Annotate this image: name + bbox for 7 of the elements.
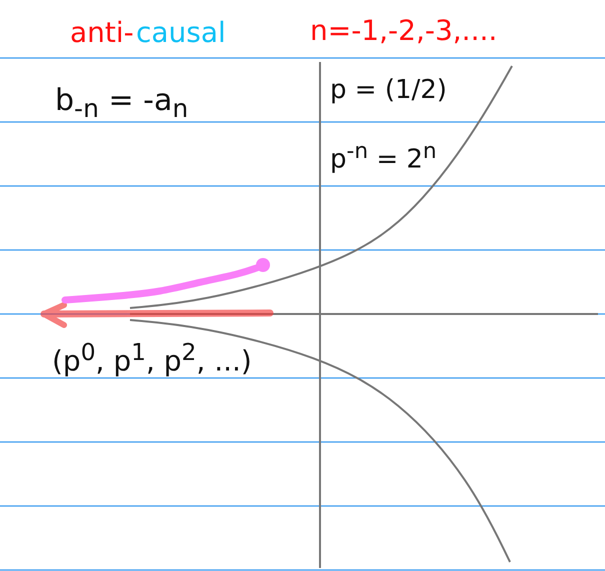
math-text: p$^{-n}$ = 2$^{n}$ <box>330 140 437 174</box>
math-text: b$_{-n}$ = -a$_{n}$ <box>55 84 188 122</box>
math-text: causal <box>136 18 226 49</box>
math-text: (p$^{0}$, p$^{1}$, p$^{2}$, ...) <box>52 340 252 378</box>
math-text: n=-1,-2,-3,.... <box>310 16 498 47</box>
math-text: p = (1/2) <box>330 76 447 105</box>
math-text: anti- <box>70 18 134 49</box>
